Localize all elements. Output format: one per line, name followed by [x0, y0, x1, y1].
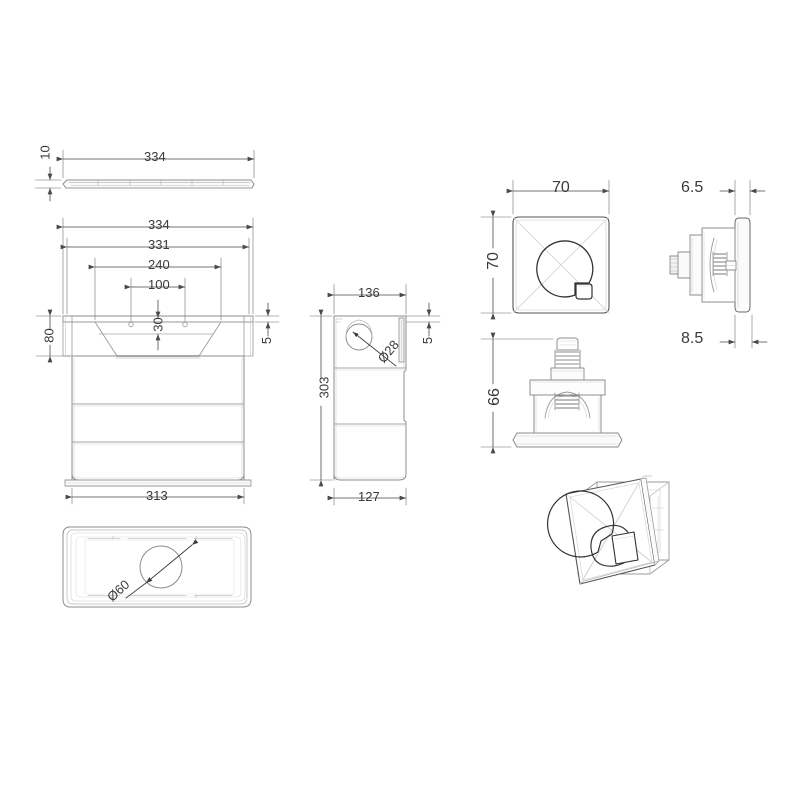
dim-label-side-top-136: 136 — [358, 285, 380, 300]
dim-label-front-inset-30: 30 — [150, 317, 166, 332]
dim-label-front-body-331: 331 — [148, 237, 170, 252]
view-cistern-plan — [62, 526, 252, 608]
dim-label-plate-width-70: 70 — [552, 179, 570, 196]
dim-label-side-lip-5: 5 — [420, 336, 436, 345]
view-flush-plate-side — [669, 179, 768, 349]
dim-label-panel-width-334: 334 — [144, 149, 166, 164]
dim-label-plate-depth-8-5: 8.5 — [681, 330, 704, 347]
view-flush-plate-iso — [546, 475, 670, 585]
view-cistern-side — [309, 283, 441, 506]
dim-label-panel-thickness-10: 10 — [37, 145, 53, 160]
dim-label-plate-height-70: 70 — [484, 252, 502, 270]
dim-label-front-opening-240: 240 — [148, 257, 170, 272]
dim-label-front-height-80: 80 — [41, 328, 57, 343]
view-cistern-front — [35, 217, 280, 505]
view-flush-valve-section — [480, 332, 623, 454]
dim-label-side-height-303: 303 — [316, 376, 332, 399]
view-flush-plate-front — [480, 179, 610, 320]
dim-label-side-base-127: 127 — [358, 489, 380, 504]
dim-label-front-base-313: 313 — [146, 488, 168, 503]
view-access-panel-edge — [34, 149, 255, 202]
dim-label-front-lip-5: 5 — [259, 336, 275, 345]
dim-label-valve-height-66: 66 — [485, 388, 503, 406]
dim-label-front-overall-334: 334 — [148, 217, 170, 232]
dim-label-plate-depth-6-5: 6.5 — [681, 179, 704, 196]
dim-label-front-button-100: 100 — [148, 277, 170, 292]
